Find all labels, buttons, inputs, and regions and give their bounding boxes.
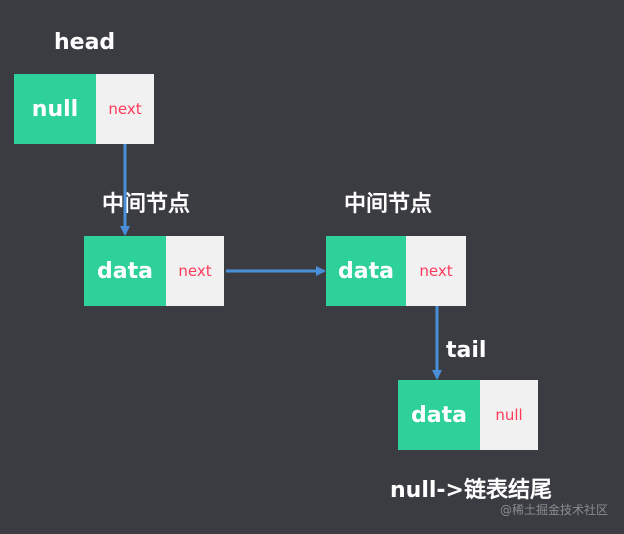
tail-node-pointer: null <box>480 380 538 450</box>
middle-node-1-value: data <box>84 236 166 306</box>
head-node: null next <box>14 74 154 144</box>
tail-label: tail <box>446 338 487 363</box>
head-node-pointer: next <box>96 74 154 144</box>
middle-node-label-2: 中间节点 <box>344 192 433 217</box>
list-end-caption: null->链表结尾 <box>390 478 552 503</box>
middle-node-1-pointer: next <box>166 236 224 306</box>
tail-node: data null <box>398 380 538 450</box>
head-label: head <box>54 30 116 55</box>
middle-node-2: data next <box>326 236 466 306</box>
watermark: @稀土掘金技术社区 <box>499 503 608 517</box>
middle-node-label-1: 中间节点 <box>102 192 191 217</box>
middle-node-2-value: data <box>326 236 406 306</box>
middle-node-1: data next <box>84 236 224 306</box>
head-node-value: null <box>14 74 96 144</box>
middle-node-2-pointer: next <box>406 236 466 306</box>
tail-node-value: data <box>398 380 480 450</box>
